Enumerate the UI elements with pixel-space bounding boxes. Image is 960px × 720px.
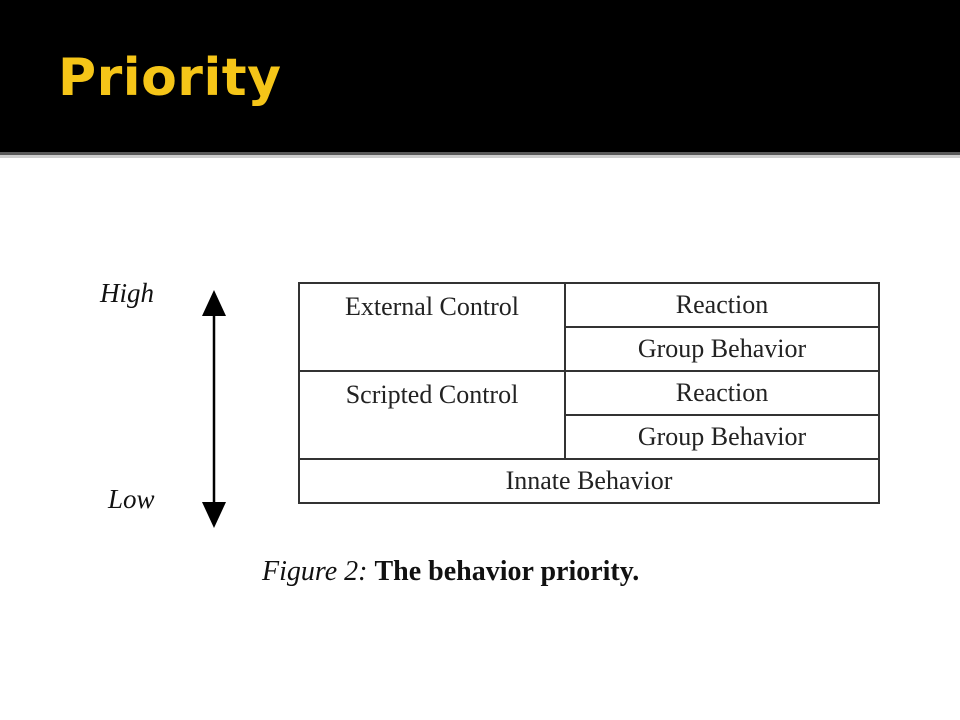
priority-arrow [202, 290, 226, 528]
arrow-head-up [202, 290, 226, 316]
table-row: Group Behavior [299, 326, 880, 372]
scale-low-label: Low [108, 484, 155, 514]
title-bar: Priority [0, 0, 960, 152]
figure-caption: Figure 2: The behavior priority. [262, 556, 639, 588]
innate-behavior-cell: Innate Behavior [298, 458, 880, 504]
caption-label: Figure 2: [262, 556, 368, 587]
scale-high-label: High [100, 278, 154, 308]
control-cell-scripted: Scripted Control [298, 370, 566, 460]
behavior-cell: Group Behavior [564, 414, 880, 460]
title-divider-light [0, 155, 960, 158]
table-row: External Control Reaction [298, 282, 880, 372]
control-cell-external: External Control [298, 282, 566, 372]
behavior-cell: Group Behavior [564, 326, 880, 372]
slide-title: Priority [58, 48, 282, 108]
arrow-head-down [202, 502, 226, 528]
table-row: Innate Behavior [298, 458, 880, 504]
title-divider-dark [0, 152, 960, 155]
behavior-cell: Reaction [564, 282, 880, 328]
table-row: Group Behavior [299, 414, 880, 460]
table-row: Scripted Control Reaction [298, 370, 880, 460]
behavior-cell: Reaction [564, 370, 880, 416]
priority-table: External Control Reaction Group Behavior… [298, 282, 880, 504]
caption-text: The behavior priority. [374, 556, 640, 587]
